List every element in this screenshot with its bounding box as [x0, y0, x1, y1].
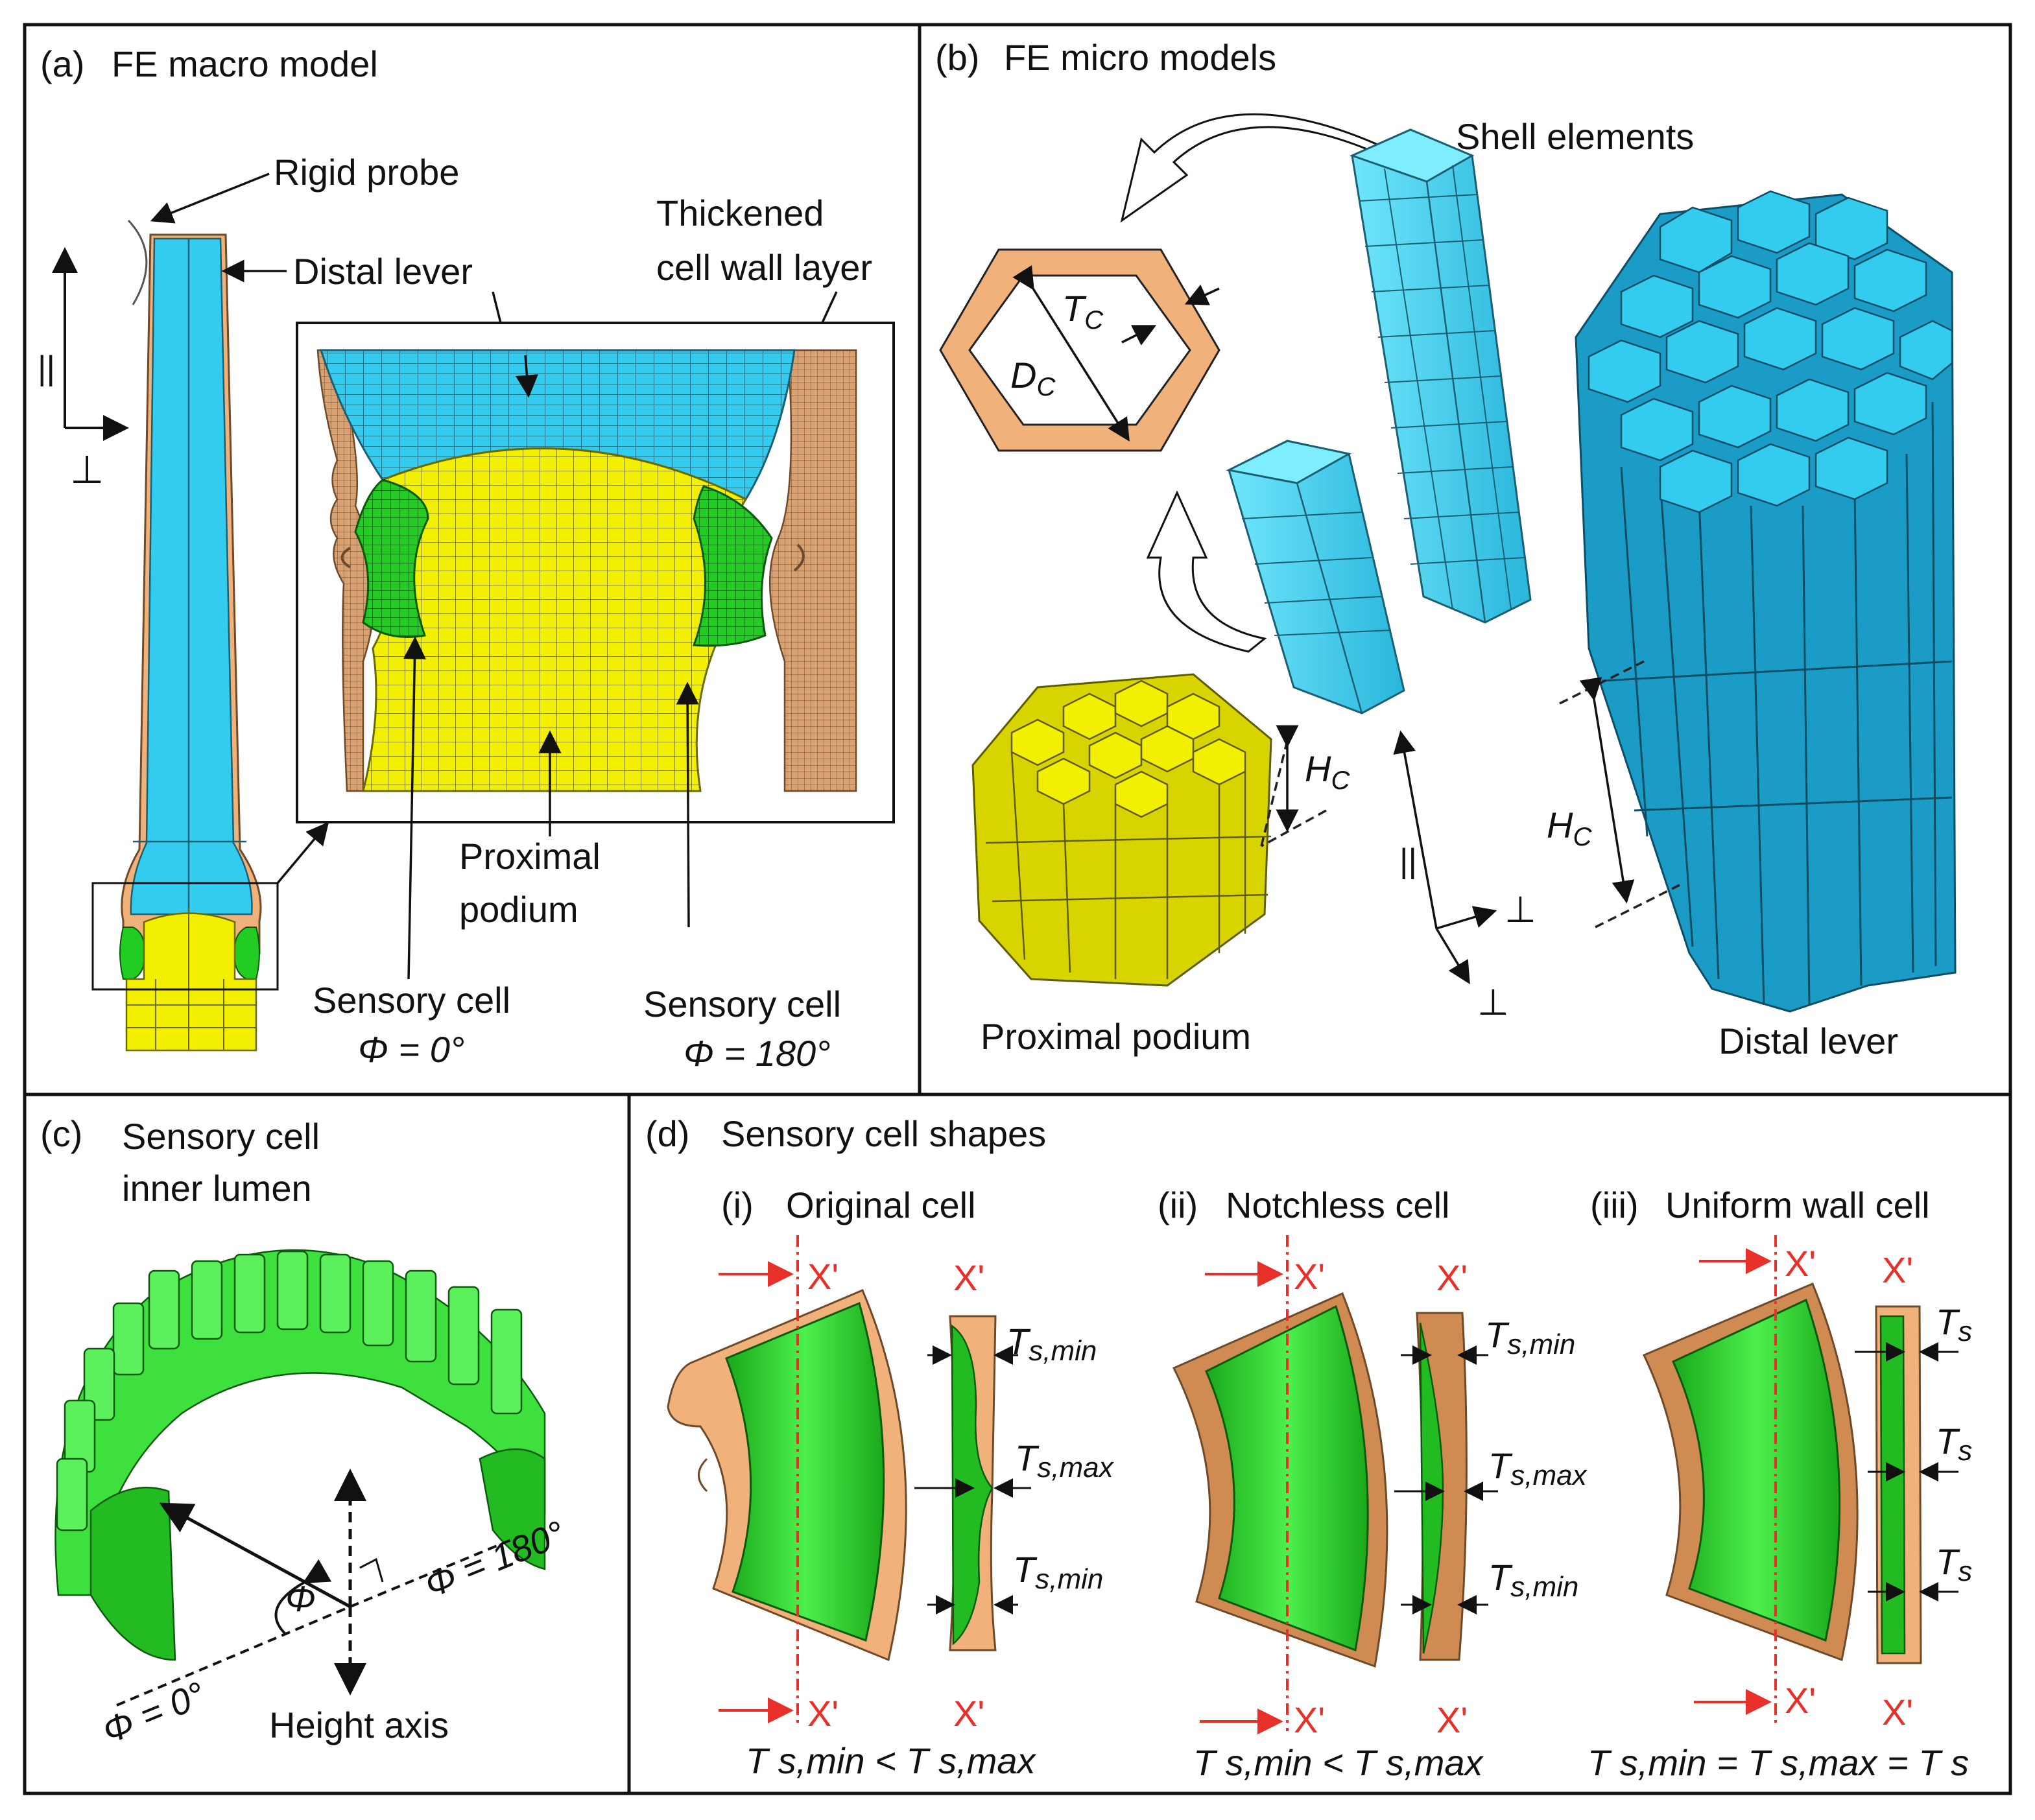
height-axis-label: Height axis	[269, 1705, 449, 1745]
x-prime-2a: X'	[1294, 1256, 1325, 1297]
axis-indicator-b: || ⊥ ⊥	[1393, 730, 1536, 1022]
short-cyan-column	[1226, 440, 1405, 715]
panel-d-title: Sensory cell shapes	[721, 1113, 1046, 1154]
zoom-detail	[296, 322, 895, 980]
cell-notchless: (ii) Notchless cell X' X' X' X' Ts,min T…	[1158, 1185, 1588, 1783]
panel-c-title-1: Sensory cell	[122, 1116, 320, 1157]
proximal-label-2: podium	[459, 889, 578, 930]
panel-a: (a) FE macro model || ⊥	[38, 43, 895, 1074]
panel-d: (d) Sensory cell shapes (i) Original cel…	[645, 1113, 1972, 1783]
panel-b: (b) FE micro models TC DC	[935, 37, 1957, 1061]
panel-a-title: FE macro model	[112, 43, 378, 84]
perp-symbol-b2: ⊥	[1477, 982, 1509, 1022]
t-2-mid: Ts,max	[1488, 1445, 1588, 1491]
parallel-symbol-b: ||	[1399, 842, 1417, 880]
tc-label: TC	[1062, 288, 1104, 335]
x-prime-1c: X'	[953, 1257, 984, 1298]
panel-b-letter: (b)	[935, 37, 979, 78]
panel-a-letter: (a)	[40, 43, 84, 84]
x-prime-2b: X'	[1294, 1699, 1325, 1740]
proximal-label-1: Proximal	[459, 836, 601, 877]
dc-label: DC	[1010, 355, 1056, 401]
phi-0-label: Φ = 0°	[97, 1673, 211, 1751]
hc-label-lever: HC	[1547, 805, 1592, 851]
x-prime-3a: X'	[1785, 1243, 1816, 1284]
panel-c-letter: (c)	[40, 1113, 82, 1154]
panel-c-title-2: inner lumen	[122, 1168, 312, 1209]
thickened-label-2: cell wall layer	[656, 247, 872, 288]
cell-uniform: (iii) Uniform wall cell X' X' X' X' Ts T…	[1588, 1185, 1972, 1783]
distal-lever-label-b: Distal lever	[1719, 1021, 1898, 1061]
t-1-top: Ts,min	[1006, 1321, 1097, 1367]
perp-symbol: ⊥	[70, 448, 104, 491]
x-prime-2d: X'	[1436, 1699, 1468, 1740]
hexagon-section	[939, 248, 1220, 452]
x-prime-3b: X'	[1785, 1680, 1816, 1721]
perp-symbol-b1: ⊥	[1505, 889, 1536, 930]
rigid-probe-arc	[127, 219, 148, 305]
axis-indicator-a: || ⊥	[38, 247, 129, 491]
cell-2-num: (ii)	[1158, 1185, 1198, 1225]
shell-element-column	[1349, 128, 1532, 624]
panel-d-letter: (d)	[645, 1113, 689, 1154]
t-3-bot: Ts	[1936, 1541, 1972, 1587]
cell-2-name: Notchless cell	[1226, 1185, 1449, 1225]
sensory-cell-right-label: Sensory cell	[643, 984, 841, 1024]
distal-lever-cluster	[1575, 190, 1957, 1013]
phi-angle-label: Φ	[285, 1578, 316, 1619]
x-prime-1b: X'	[807, 1693, 839, 1734]
proximal-podium-label: Proximal podium	[981, 1016, 1251, 1057]
lumen-arc	[54, 1249, 546, 1661]
x-prime-1d: X'	[953, 1693, 984, 1734]
x-prime-2c: X'	[1436, 1257, 1468, 1298]
panel-b-title: FE micro models	[1004, 37, 1276, 78]
shell-elements-label: Shell elements	[1456, 116, 1694, 157]
panel-frames	[23, 23, 2012, 1795]
thickened-label-1: Thickened	[656, 193, 824, 233]
hc-label-podium: HC	[1305, 748, 1350, 795]
cell-original: (i) Original cell X' X' X' X' Ts,min Ts,…	[667, 1185, 1115, 1781]
x-prime-3c: X'	[1882, 1249, 1913, 1290]
cell-2-eq: T s,min < T s,max	[1193, 1742, 1484, 1783]
cell-1-num: (i)	[721, 1185, 754, 1225]
x-prime-1a: X'	[807, 1256, 839, 1297]
cell-3-name: Uniform wall cell	[1665, 1185, 1930, 1225]
t-1-mid: Ts,max	[1015, 1437, 1115, 1483]
distal-lever-label-a: Distal lever	[293, 251, 473, 292]
proximal-podium-cluster	[971, 673, 1272, 987]
macro-model	[91, 233, 279, 1052]
curved-arrow-podium	[1146, 490, 1267, 653]
sensory-cell-right-phi: Φ = 180°	[684, 1033, 831, 1074]
cell-1-name: Original cell	[786, 1185, 976, 1225]
t-3-mid: Ts	[1936, 1421, 1972, 1467]
t-2-bot: Ts,min	[1488, 1557, 1578, 1603]
t-3-top: Ts	[1936, 1301, 1972, 1347]
sensory-cell-left-phi: Φ = 0°	[358, 1029, 464, 1070]
sensory-cell-left-label: Sensory cell	[313, 980, 510, 1021]
cell-1-eq: T s,min < T s,max	[746, 1740, 1036, 1781]
t-1-bot: Ts,min	[1013, 1549, 1103, 1595]
rigid-probe-label: Rigid probe	[274, 152, 459, 193]
curved-arrow-shell	[1120, 113, 1391, 223]
cell-3-eq: T s,min = T s,max = T s	[1588, 1742, 1969, 1783]
x-prime-3d: X'	[1882, 1692, 1913, 1732]
parallel-symbol: ||	[38, 349, 55, 387]
cell-3-num: (iii)	[1590, 1185, 1639, 1225]
panel-c: (c) Sensory cell inner lumen Φ Φ = 0°	[40, 1113, 571, 1751]
t-2-top: Ts,min	[1485, 1314, 1575, 1360]
